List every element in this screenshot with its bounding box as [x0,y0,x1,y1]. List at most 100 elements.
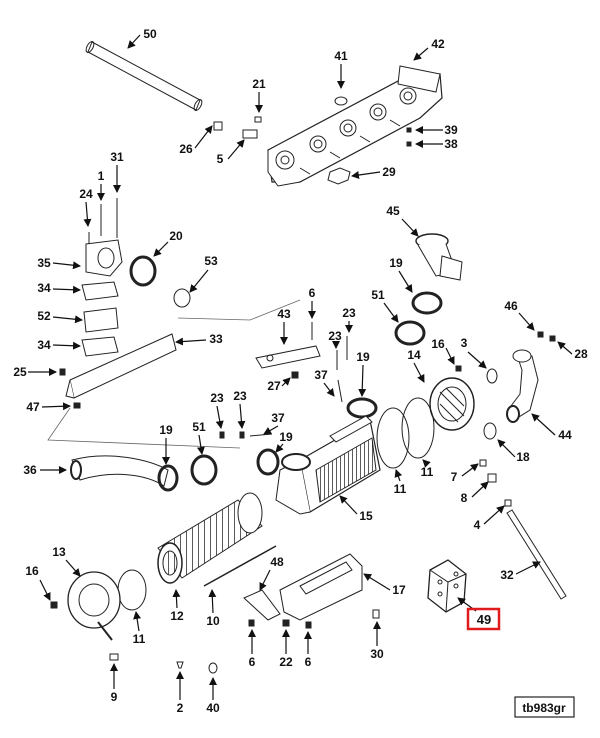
part-drawings [47,41,567,674]
callout-labels: 50 41 42 21 39 38 26 5 29 31 24 1 45 20 … [13,27,588,715]
leader-arrow-c7 [461,463,479,477]
cooler-15-drawing [275,415,381,515]
ring-41-drawing [334,96,348,106]
callout-6-upper: 6 [309,286,316,300]
callout-53: 53 [204,254,218,268]
leader-arrow-c18 [497,439,516,458]
bolt-23d-drawing [239,431,245,439]
part-40-drawing [208,662,218,674]
clamp-20-drawing [129,255,157,287]
leader-arrow-c11a [422,459,431,468]
callout-16-lower: 16 [25,564,39,578]
callout-37-upper: 37 [314,368,328,382]
leader-arrow-c17 [363,573,391,591]
leader-arrow-c23d [237,403,246,429]
stud-37a-drawing [337,379,343,403]
spacer-52-drawing [83,307,119,333]
bolt-6-lower-a-drawing [248,619,255,627]
leader-arrow-c45 [401,218,419,237]
callout-23-c: 23 [210,391,224,405]
callout-7: 7 [451,470,458,484]
leader-arrow-c26 [194,125,213,149]
callout-23-d: 23 [233,389,247,403]
pipe-44-drawing [506,349,539,423]
leader-arrow-c3 [467,351,487,369]
gasket-34b-drawing [81,336,119,357]
callout-leaders [28,34,573,700]
callout-50: 50 [143,27,157,41]
callout-12: 12 [170,609,184,623]
leader-arrow-c29 [351,171,381,179]
callout-13: 13 [52,545,66,559]
leader-arrow-c12 [172,589,181,609]
leader-arrow-c42 [413,47,429,61]
callout-36: 36 [23,463,37,477]
leader-arrow-c34b [52,341,81,350]
callout-4: 4 [474,518,481,532]
callout-15: 15 [359,509,373,523]
manifold-42-drawing [267,65,443,187]
part-8-drawing [487,473,497,483]
bolt-23c-drawing [219,431,225,439]
callout-42: 42 [431,37,445,51]
highlight-box-49 [466,607,501,631]
leader-arrow-c35 [52,261,81,270]
clamp-19-upper-drawing [411,291,443,315]
leader-arrow-c8 [471,481,489,498]
callout-5: 5 [217,152,224,166]
leader-arrow-c11c [133,611,142,632]
callout-43: 43 [277,307,291,321]
filter-12-drawing [157,492,263,584]
cover-13-drawing [67,571,121,641]
callout-33: 33 [209,332,223,346]
callout-1: 1 [98,169,105,183]
ring-3-drawing [486,368,498,384]
callout-28: 28 [574,347,588,361]
callout-2: 2 [177,701,184,715]
leader-arrow-c47 [41,402,71,411]
leader-arrow-c37b [263,425,279,435]
callout-16-upper: 16 [431,337,445,351]
callout-52: 52 [37,309,51,323]
tube-50-drawing [85,41,203,111]
callout-21: 21 [252,77,266,91]
callout-9: 9 [111,690,118,704]
callout-44: 44 [558,428,572,442]
callout-14: 14 [407,348,421,362]
callout-18: 18 [516,450,530,464]
leader-arrow-c34a [52,285,81,294]
bolt-38-drawing [406,141,412,147]
bolt-6-lower-b-drawing [305,621,312,629]
gasket-11a-drawing [376,407,410,469]
callout-11-c: 11 [133,632,146,646]
leader-arrow-c10 [208,589,217,614]
leader-arrow-c14 [413,362,425,383]
callout-38: 38 [444,137,458,151]
tube-36-drawing [70,455,169,487]
gasket-11b-drawing [401,397,435,459]
bolt-16-lower-drawing [50,601,58,609]
callout-46: 46 [504,299,518,313]
flange-14-drawing [429,377,475,431]
leader-arrow-c28 [557,341,573,355]
leader-arrow-c37a [323,382,335,397]
leader-arrow-c20 [153,241,169,257]
callout-39: 39 [444,123,458,137]
bolt-16-upper-drawing [455,365,462,372]
callout-45: 45 [386,204,400,218]
callout-10: 10 [206,614,220,628]
callout-11-b: 11 [394,482,407,496]
leader-arrow-c4 [483,505,505,525]
leader-arrow-c51a [383,302,399,323]
leader-arrow-c11b [394,469,403,482]
callout-19-lower-left: 19 [159,423,173,437]
leader-arrow-c27 [281,377,291,387]
clip-26-drawing [213,121,223,131]
bracket-48-drawing [243,589,281,621]
leader-arrow-c46 [518,312,535,331]
callout-6-lower-a: 6 [249,655,256,669]
bolt-46-drawing [537,331,544,338]
callout-51-lower: 51 [192,420,206,434]
part-7-drawing [479,459,487,467]
